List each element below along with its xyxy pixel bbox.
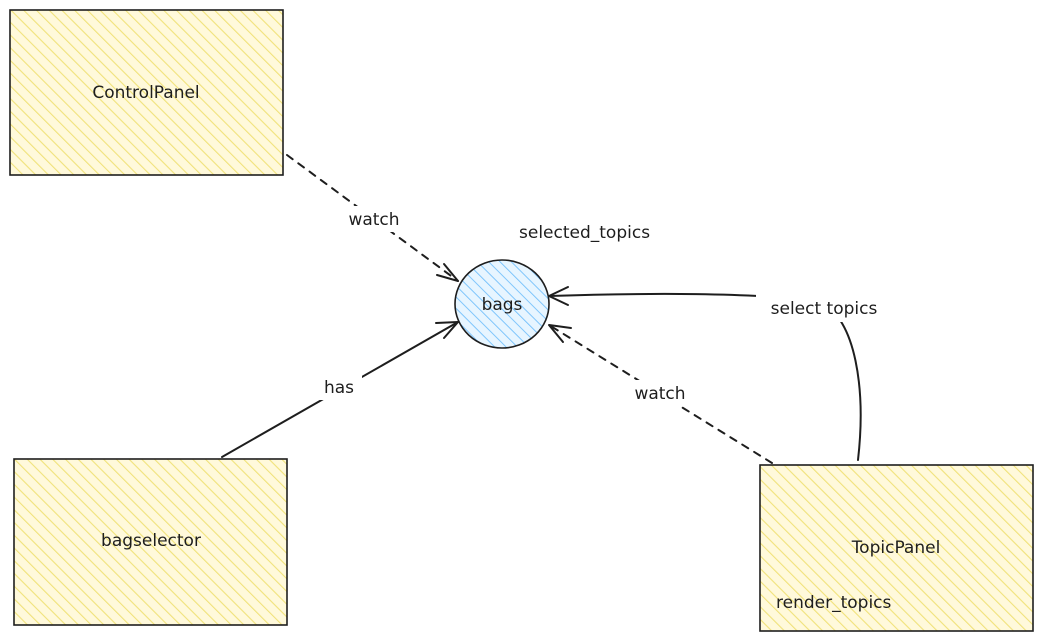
selected-topics-annotation: selected_topics: [519, 223, 650, 243]
edge-topic-watch-bags-label: watch: [634, 384, 685, 404]
edge-control-to-bags-arrowhead: [436, 263, 459, 282]
bags-node[interactable]: bags: [454, 259, 550, 349]
edge-bagselector-to-bags[interactable]: has: [221, 321, 459, 458]
bags-label: bags: [482, 295, 523, 315]
edge-topic-select-bags-label: select topics: [771, 299, 878, 319]
edge-topic-select-bags-label-bg: [756, 294, 892, 322]
edge-topic-watch-bags-arrowhead: [548, 324, 572, 343]
edge-control-to-bags-label-bg: [340, 206, 408, 232]
control-panel-label: ControlPanel: [92, 83, 199, 103]
edge-control-to-bags-label: watch: [348, 210, 399, 230]
topic-panel-box: [759, 464, 1034, 632]
edge-topic-watch-bags-label-bg: [626, 380, 694, 406]
bagselector-label: bagselector: [101, 531, 201, 551]
control-panel-node[interactable]: ControlPanel: [9, 9, 284, 176]
topic-panel-node[interactable]: TopicPanel render_topics: [759, 464, 1034, 632]
edge-control-to-bags-line: [286, 154, 459, 282]
topic-panel-label: TopicPanel: [851, 538, 941, 558]
edge-bagselector-to-bags-label-bg: [316, 374, 362, 400]
edge-topic-select-bags[interactable]: select topics: [548, 286, 892, 461]
topic-panel-sublabel: render_topics: [776, 593, 892, 613]
bagselector-node[interactable]: bagselector: [13, 458, 288, 626]
edge-bagselector-to-bags-label: has: [324, 378, 354, 398]
edge-control-to-bags[interactable]: watch: [286, 154, 459, 282]
edge-topic-watch-bags[interactable]: watch: [548, 324, 773, 464]
bags-ellipse: [454, 259, 550, 349]
edge-bagselector-to-bags-arrowhead: [435, 321, 459, 339]
control-panel-box: [9, 9, 284, 176]
bagselector-box: [13, 458, 288, 626]
edge-topic-select-bags-arrowhead: [548, 286, 569, 306]
